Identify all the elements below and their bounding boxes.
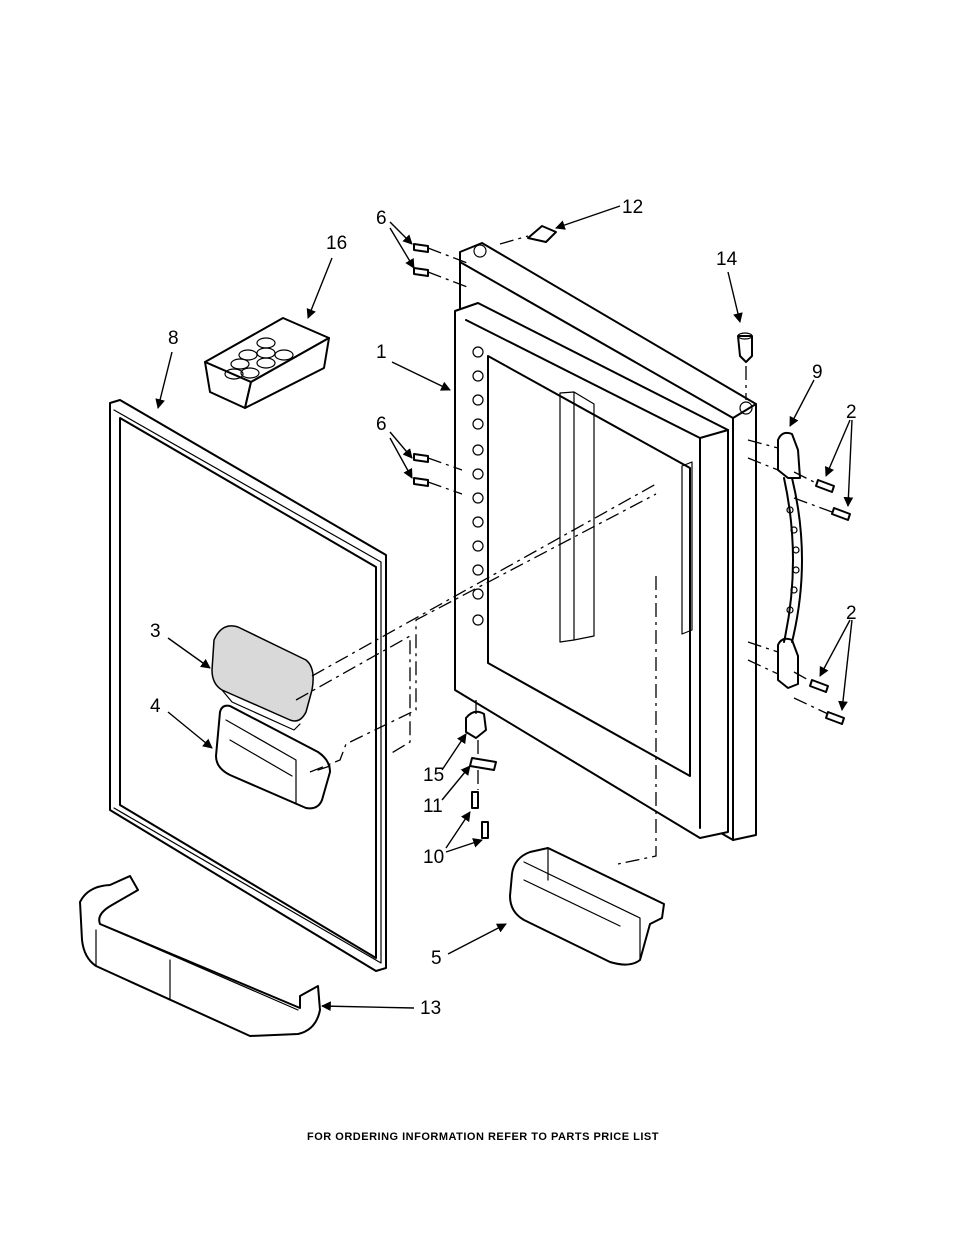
callout-2-top: 2 xyxy=(846,402,857,423)
callout-6-mid: 6 xyxy=(376,414,387,435)
hinge-bushing xyxy=(738,333,752,362)
callout-1: 1 xyxy=(376,342,387,363)
callout-11: 11 xyxy=(423,796,443,817)
callout-16: 16 xyxy=(326,233,347,254)
egg-tray xyxy=(205,318,329,408)
liner-screws xyxy=(414,244,428,486)
bracket-screws xyxy=(472,792,488,838)
callout-4: 4 xyxy=(150,696,161,717)
callout-6-top: 6 xyxy=(376,208,387,229)
outer-door-frame xyxy=(455,243,756,840)
door-switch xyxy=(466,712,486,738)
door-top-clip xyxy=(528,226,556,242)
callout-8: 8 xyxy=(168,328,179,349)
callout-14: 14 xyxy=(716,249,738,270)
switch-bracket xyxy=(470,758,496,770)
callout-3: 3 xyxy=(150,621,161,642)
callout-5: 5 xyxy=(431,948,442,969)
callout-12: 12 xyxy=(622,197,643,218)
callout-9: 9 xyxy=(812,362,823,383)
ordering-info-footer: FOR ORDERING INFORMATION REFER TO PARTS … xyxy=(0,1131,954,1143)
callout-10: 10 xyxy=(423,847,444,868)
callout-15: 15 xyxy=(423,765,444,786)
door-bin xyxy=(510,848,664,965)
callout-13: 13 xyxy=(420,998,441,1019)
callout-2-bottom: 2 xyxy=(846,603,857,624)
door-handle xyxy=(778,433,802,688)
